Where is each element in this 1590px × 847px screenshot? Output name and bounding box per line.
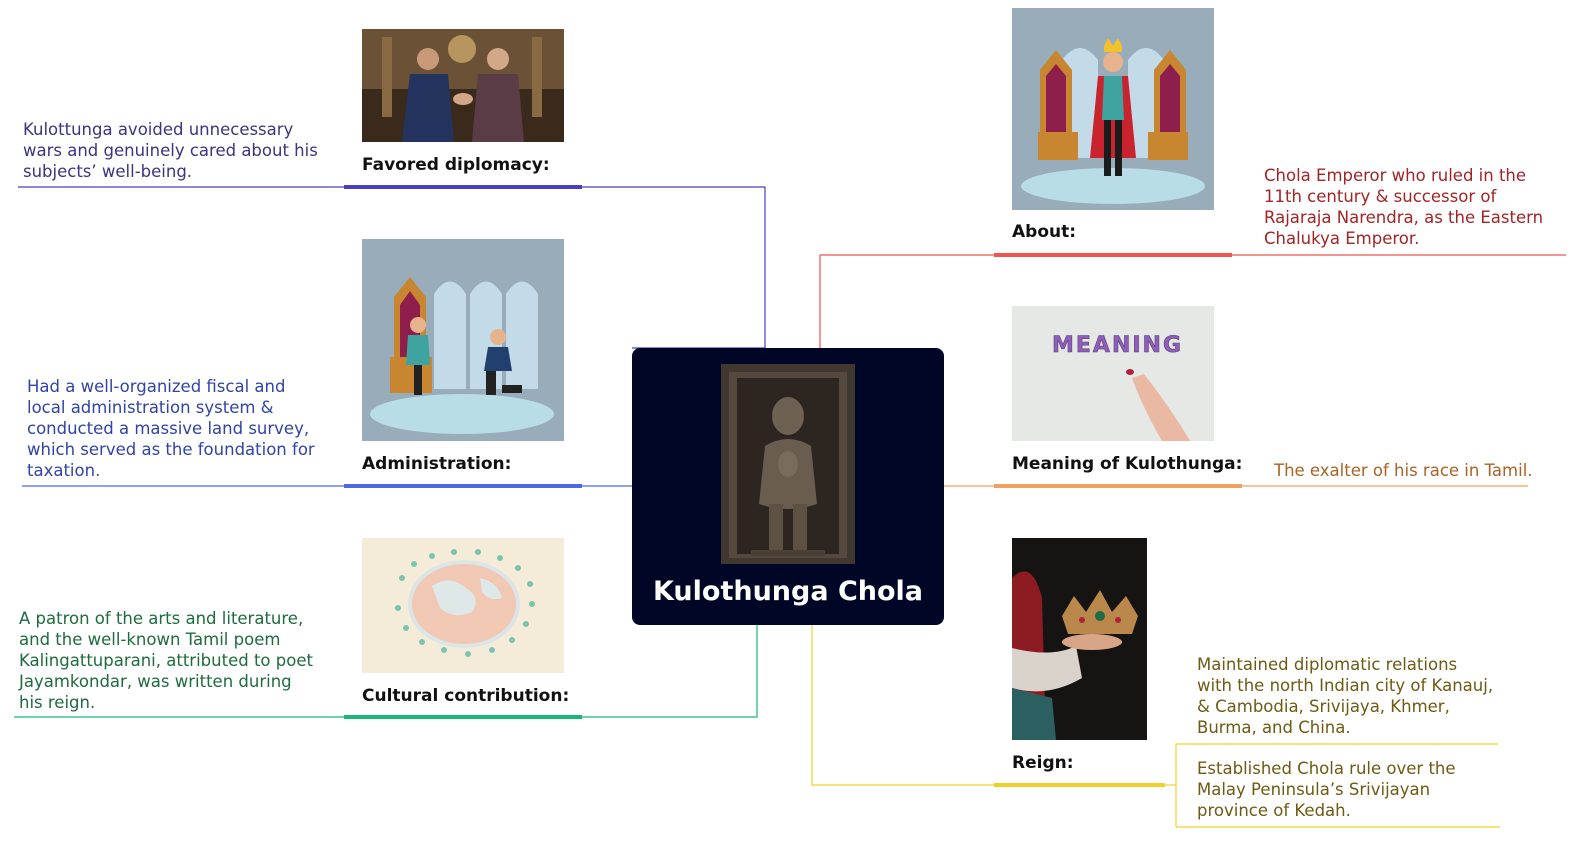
note-administration: Had a well-organized fiscal and local ad… [27,377,315,480]
stone-relief-statue-icon [721,364,855,564]
note-about: Chola Emperor who ruled in the 11th cent… [1264,166,1544,248]
central-topic[interactable]: Kulothunga Chola [632,348,944,625]
meaning-letters-icon: MEANING [1012,306,1214,441]
central-topic-title: Kulothunga Chola [652,576,924,607]
connector-culture [582,625,758,718]
king-with-crown-icon [1012,8,1214,210]
note-diplomacy: Kulottunga avoided unnecessary wars and … [23,120,318,181]
note-meaning: The exalter of his race in Tamil. [1274,461,1533,480]
globe-with-people-icon [362,538,564,673]
note-reign-1: Maintained diplomatic relations with the… [1197,655,1494,737]
topic-label-meaning[interactable]: Meaning of Kulothunga: [1012,454,1243,474]
topic-label-culture[interactable]: Cultural contribution: [362,686,570,706]
note-reign-2: Established Chola rule over the Malay Pe… [1197,759,1456,820]
topic-label-diplomacy[interactable]: Favored diplomacy: [362,155,550,175]
topic-label-reign[interactable]: Reign: [1012,753,1074,773]
connector-diplomacy [582,186,766,349]
two-kings-handshake-icon [362,29,564,142]
topic-label-about[interactable]: About: [1012,222,1077,242]
king-on-throne-kneeling-knight-icon [362,239,564,441]
connector-reign [811,625,994,786]
reign-bracket [1175,743,1498,827]
meaning-word-art: MEANING [1052,333,1183,358]
connector-about [819,254,994,348]
topic-label-administration[interactable]: Administration: [362,454,512,474]
hands-holding-crown-icon [1012,538,1147,740]
note-culture: A patron of the arts and literature, and… [19,609,313,712]
